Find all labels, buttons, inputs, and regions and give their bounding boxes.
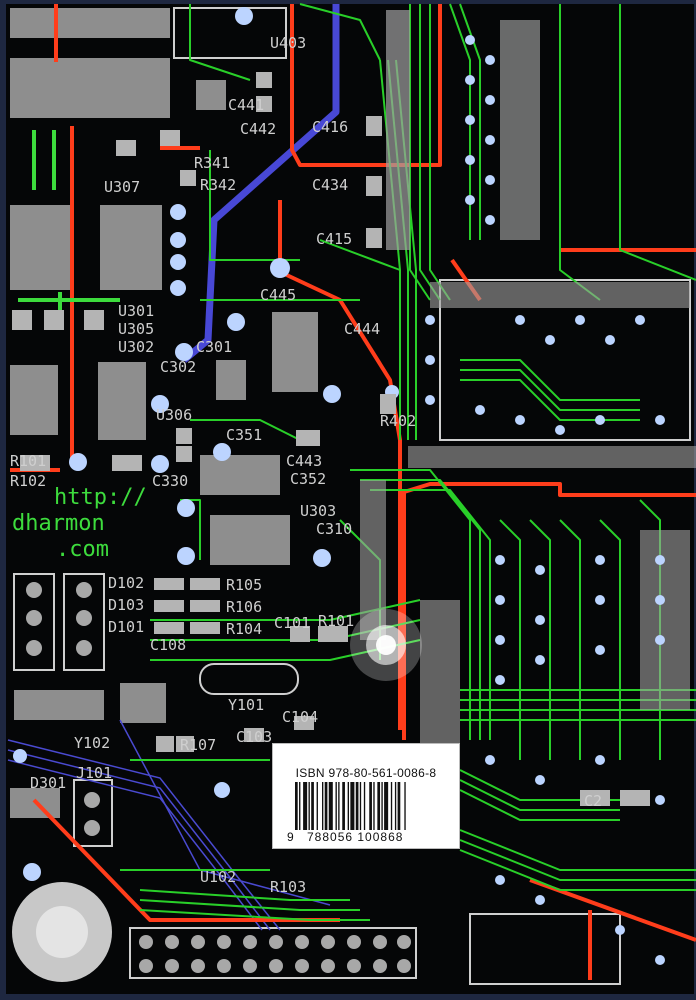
- isbn-sticker: ISBN 978-80-561-0086-8 9 788056 100868: [272, 743, 460, 849]
- board-label: R402: [380, 412, 416, 430]
- light-glare: [350, 609, 422, 681]
- barcode-bar: [299, 782, 301, 830]
- board-label: C442: [240, 120, 276, 138]
- barcode-bar: [359, 782, 362, 830]
- board-label: R105: [226, 576, 262, 594]
- url-line: http://: [54, 485, 147, 510]
- board-label: C441: [228, 96, 264, 114]
- barcode-bar: [303, 782, 308, 830]
- smd-pads: [12, 72, 650, 806]
- barcode-bar: [308, 782, 310, 830]
- board-label: U102: [200, 868, 236, 886]
- board-label: Y102: [74, 734, 110, 752]
- url-text: http:// dharmon .com: [12, 485, 147, 562]
- board-label: D103: [108, 596, 144, 614]
- board-label: C434: [312, 176, 348, 194]
- ean-first-digit: 9: [287, 830, 294, 844]
- board-label: R106: [226, 598, 262, 616]
- barcode-bar: [384, 782, 389, 830]
- barcode-bar: [342, 782, 345, 830]
- barcode-bar: [316, 782, 318, 830]
- barcode-bar: [381, 782, 383, 830]
- board-label: C351: [226, 426, 262, 444]
- vias: [13, 7, 665, 965]
- board-label: D102: [108, 574, 144, 592]
- board-label: C444: [344, 320, 380, 338]
- blue-traces: [181, 4, 340, 363]
- board-label: R102: [10, 472, 46, 490]
- barcode-bar: [335, 782, 337, 830]
- connector-outlines: [13, 7, 691, 985]
- board-label: C101: [274, 614, 310, 632]
- barcode-bar: [363, 782, 366, 830]
- barcode-bar: [404, 782, 406, 830]
- board-label: C443: [286, 452, 322, 470]
- board-label: R101: [318, 612, 354, 630]
- board-label: C415: [316, 230, 352, 248]
- board-label: D301: [30, 774, 66, 792]
- board-label: J101: [76, 764, 112, 782]
- board-label: U305: [118, 320, 154, 338]
- board-label: U302: [118, 338, 154, 356]
- board-label: U307: [104, 178, 140, 196]
- board-label: C103: [236, 728, 272, 746]
- board-label: U301: [118, 302, 154, 320]
- barcode-bar: [338, 782, 340, 830]
- board-label: R104: [226, 620, 262, 638]
- board-label: C352: [290, 470, 326, 488]
- barcode-bar: [328, 782, 333, 830]
- board-label: C301: [196, 338, 232, 356]
- board-label: C330: [152, 472, 188, 490]
- board-label: R107: [180, 736, 216, 754]
- component-blocks: [10, 8, 318, 818]
- board-label: C310: [316, 520, 352, 538]
- barcode-bar: [311, 782, 314, 830]
- thin-blue-traces: [7, 719, 331, 931]
- board-label: R103: [270, 878, 306, 896]
- barcode-bar: [373, 782, 375, 830]
- barcode: [295, 782, 406, 830]
- board-label: C302: [160, 358, 196, 376]
- barcode-bar: [347, 782, 349, 830]
- board-label: R342: [200, 176, 236, 194]
- board-label: D101: [108, 618, 144, 636]
- barcode-bar: [295, 782, 298, 830]
- mounting-hole: [12, 882, 112, 982]
- barcode-bar: [390, 782, 393, 830]
- ic-pin-rows: [360, 10, 696, 760]
- barcode-bar: [350, 782, 355, 830]
- board-label: R101: [10, 452, 46, 470]
- board-label: U303: [300, 502, 336, 520]
- red-traces: [10, 4, 696, 980]
- ean-remaining-digits: 788056 100868: [307, 830, 404, 844]
- header-pins: [26, 582, 411, 973]
- board-label: C104: [282, 708, 318, 726]
- board-label: Y101: [228, 696, 264, 714]
- isbn-number: ISBN 978-80-561-0086-8: [295, 766, 437, 780]
- url-line: .com: [56, 537, 109, 562]
- url-line: dharmon: [12, 511, 105, 536]
- barcode-bar: [324, 782, 328, 830]
- barcode-bar: [322, 782, 324, 830]
- silkscreen-labels: U403 C441 C442 C416 C434 C415 C445 C444 …: [10, 34, 602, 896]
- board-label: R341: [194, 154, 230, 172]
- board-label: U403: [270, 34, 306, 52]
- barcode-bar: [394, 782, 397, 830]
- barcode-bar: [377, 782, 381, 830]
- board-label: U306: [156, 406, 192, 424]
- barcode-bar: [355, 782, 359, 830]
- board-label: C108: [150, 636, 186, 654]
- board-label: C2: [584, 792, 602, 810]
- board-label: C445: [260, 286, 296, 304]
- barcode-bar: [369, 782, 372, 830]
- board-label: C416: [312, 118, 348, 136]
- barcode-bar: [397, 782, 401, 830]
